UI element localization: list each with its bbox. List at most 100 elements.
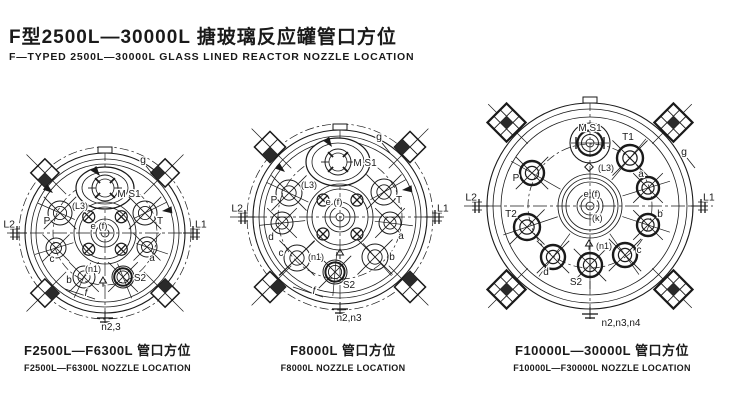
- nozzle-ray: [622, 216, 670, 233]
- support-grid: [261, 278, 279, 296]
- support-lug: [485, 268, 528, 311]
- hub-ring: [576, 192, 604, 220]
- nozzle-label-T: T: [396, 195, 402, 206]
- support-lug: [393, 270, 427, 304]
- mark-label-(L3): (L3): [301, 180, 317, 190]
- f-leader: [64, 288, 96, 300]
- page-title-zh: F型2500L—30000L 搪玻璃反应罐管口方位: [9, 27, 397, 48]
- nozzle-cross: [357, 239, 393, 275]
- hub-bolt-cross: [317, 228, 329, 240]
- hub-bolt: [316, 227, 330, 241]
- nozzle-label-b: b: [66, 275, 72, 286]
- top-stub: [97, 146, 113, 154]
- f-leader: [292, 286, 324, 298]
- nozzle-ray: [510, 160, 561, 190]
- nozzle-bore-a: [141, 241, 153, 253]
- manway-bolt-mark: [327, 151, 334, 158]
- hub-bolt-cross: [116, 211, 127, 222]
- nozzle-bolt-circle: [52, 180, 158, 286]
- nozzle-ray: [332, 251, 338, 296]
- hub-ring: [557, 173, 623, 239]
- nozzle-bore-P: [524, 165, 540, 181]
- nozzle-bore-b: [641, 218, 655, 232]
- nozzle-cross: [279, 240, 315, 276]
- nozzle-label-T: T: [157, 216, 163, 227]
- hub-ring: [90, 218, 120, 248]
- direction-arrow: [90, 166, 100, 176]
- mark-label-(k): (k): [592, 213, 603, 223]
- support-lug: [652, 101, 695, 144]
- nozzle-cross: [107, 261, 139, 293]
- manway-bolt-mark: [327, 166, 334, 173]
- nozzle-label-P: P: [513, 173, 520, 184]
- hub-bolt: [82, 242, 96, 256]
- nozzle-P: [518, 159, 546, 187]
- hub-ring: [580, 196, 600, 216]
- nozzle-a: [136, 236, 158, 258]
- support-lug: [652, 268, 695, 311]
- hub-ring: [78, 206, 132, 260]
- direction-arrow: [274, 162, 285, 172]
- nozzle-label-P: P: [44, 216, 51, 227]
- manway-bolt-mark: [94, 192, 101, 199]
- g-leader: [381, 142, 391, 154]
- support-grid: [666, 109, 687, 130]
- manway-bolt-mark: [94, 177, 101, 184]
- nozzle-bore-b: [367, 249, 383, 265]
- shell-ring: [492, 108, 688, 304]
- nozzle-bore-S2: [327, 264, 343, 280]
- nozzle-bore-d: [275, 216, 289, 230]
- caption-f10000-f30000: F10000L—30000L 管口方位 F10000L—F30000L NOZZ…: [487, 340, 717, 373]
- mark-label-(L3): (L3): [598, 163, 614, 173]
- hub-ring: [311, 188, 369, 246]
- hub-label: e (f): [584, 189, 601, 200]
- manway-label: M S1: [117, 189, 141, 200]
- shell-ring: [258, 135, 422, 299]
- hub-bolt-cross: [83, 211, 94, 222]
- support-lug: [149, 157, 181, 189]
- nozzle-cross: [42, 234, 70, 262]
- page-title-en: F—TYPED 2500L—30000L GLASS LINED REACTOR…: [9, 51, 415, 63]
- nozzle-T2: [512, 212, 542, 242]
- direction-arrow: [323, 136, 332, 147]
- caption-en: F8000L NOZZLE LOCATION: [280, 363, 406, 373]
- nozzle-ray: [73, 262, 92, 298]
- nozzle-bolt-circle: [277, 154, 403, 280]
- nozzle-ray: [622, 180, 671, 197]
- support-grid: [660, 276, 681, 297]
- nozzle-label-b: b: [657, 209, 663, 220]
- hub-ring: [565, 181, 615, 231]
- hub-label: e (f): [326, 197, 343, 208]
- manway-flange-inner: [311, 142, 365, 182]
- g-leader: [686, 157, 696, 169]
- nozzle-b: [635, 212, 661, 238]
- hub-ring: [335, 212, 345, 222]
- nozzle-cross: [68, 261, 100, 293]
- mark-label-(n1): (n1): [596, 241, 612, 251]
- nozzle-cross: [608, 238, 642, 272]
- manway-flange: [569, 122, 611, 164]
- nozzle-bore-T: [137, 205, 153, 221]
- nozzle-ray: [134, 201, 167, 219]
- nozzle-label-c: c: [50, 254, 55, 265]
- nozzle-label-d: d: [268, 232, 274, 243]
- support-pad: [37, 172, 52, 188]
- jacket-label-g: g: [681, 146, 687, 158]
- nozzle-bore-S2: [582, 257, 598, 273]
- caption-f8000: F8000L 管口方位 F8000L NOZZLE LOCATION: [243, 340, 443, 373]
- hub-ring: [585, 201, 595, 211]
- nozzle-S2: [576, 251, 604, 279]
- nozzle-a: [635, 175, 661, 201]
- hub-bolt: [316, 193, 330, 207]
- hub-ring: [100, 228, 110, 238]
- hub-bolt-cross: [351, 194, 363, 206]
- support-pad: [44, 286, 60, 301]
- right-port-label: L1: [195, 219, 207, 231]
- nozzle-cross: [612, 140, 648, 176]
- nozzle-bore-d: [545, 249, 561, 265]
- caption-zh: F8000L 管口方位: [290, 343, 396, 358]
- support-lug: [393, 130, 427, 164]
